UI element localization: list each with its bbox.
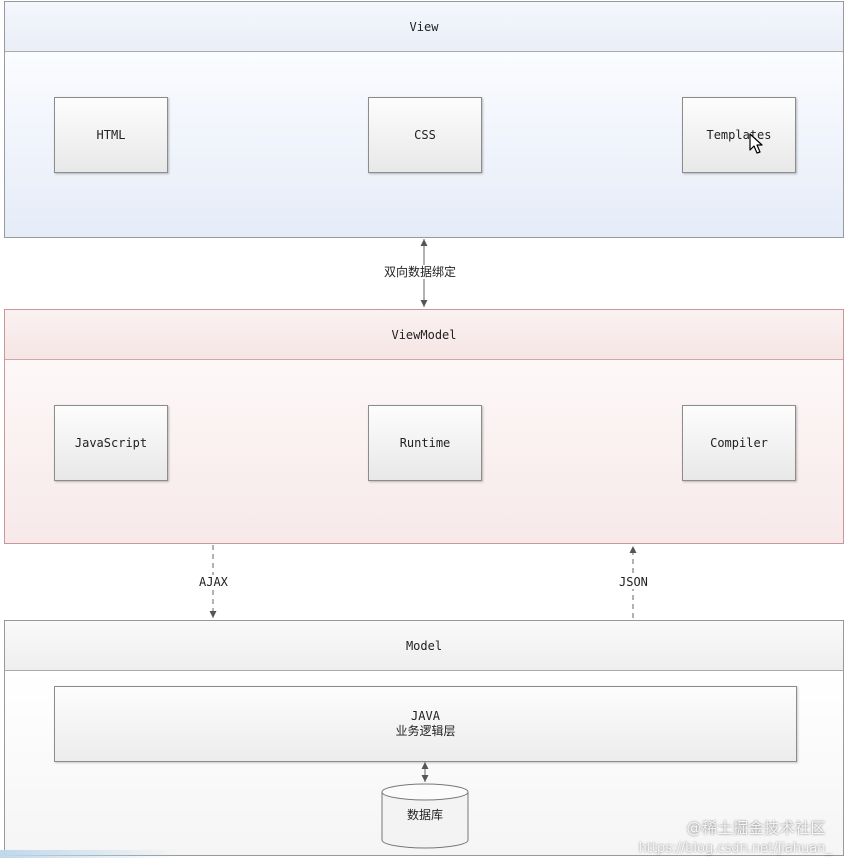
runtime-box: Runtime	[368, 405, 482, 481]
database-icon	[381, 783, 469, 849]
java-business-logic-box: JAVA 业务逻辑层	[54, 686, 797, 762]
viewmodel-layer-body: JavaScript Runtime Compiler	[5, 360, 843, 543]
viewmodel-layer: ViewModel JavaScript Runtime Compiler	[4, 309, 844, 544]
view-layer-body: HTML CSS Templates	[5, 52, 843, 237]
business-logic-label: 业务逻辑层	[395, 724, 456, 738]
javascript-box: JavaScript	[54, 405, 168, 481]
watermark-text: @稀土掘金技术社区	[686, 819, 826, 837]
model-layer-title: Model	[5, 621, 843, 671]
ajax-label: AJAX	[197, 575, 230, 589]
view-layer: View HTML CSS Templates	[4, 1, 844, 238]
model-layer: Model JAVA 业务逻辑层	[4, 620, 844, 856]
viewmodel-layer-title: ViewModel	[5, 310, 843, 360]
css-box: CSS	[368, 97, 482, 173]
json-label: JSON	[617, 575, 650, 589]
database-label: 数据库	[406, 808, 443, 822]
view-layer-title: View	[5, 2, 843, 52]
java-label: JAVA	[411, 709, 440, 723]
mouse-cursor-icon	[749, 133, 763, 154]
two-way-binding-label: 双向数据绑定	[382, 265, 459, 279]
compiler-box: Compiler	[682, 405, 796, 481]
watermark-url: https://blog.csdn.net/jiahuan_	[638, 841, 832, 856]
templates-box: Templates	[682, 97, 796, 173]
bottom-edge-band	[0, 850, 180, 858]
html-box: HTML	[54, 97, 168, 173]
